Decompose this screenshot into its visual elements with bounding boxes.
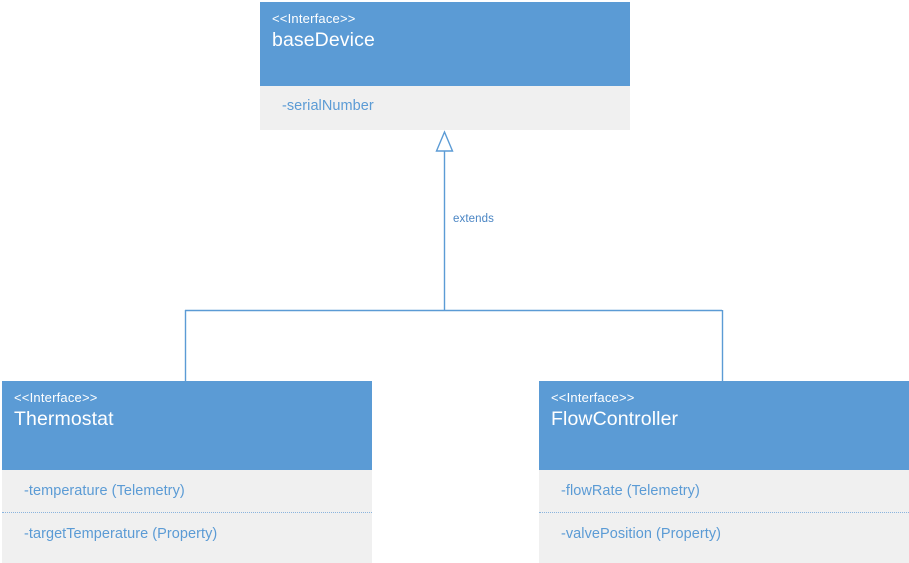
- generalization-label: extends: [453, 213, 494, 225]
- class-attribute-row[interactable]: -targetTemperature (Property): [2, 512, 372, 555]
- class-box-flow-controller[interactable]: <<Interface>> FlowController -flowRate (…: [539, 381, 909, 563]
- class-header-thermostat: <<Interface>> Thermostat: [2, 381, 372, 470]
- class-stereotype-flow-controller: <<Interface>>: [551, 390, 635, 405]
- class-stereotype-thermostat: <<Interface>>: [14, 390, 98, 405]
- class-box-thermostat[interactable]: <<Interface>> Thermostat -temperature (T…: [2, 381, 372, 563]
- class-header-flow-controller: <<Interface>> FlowController: [539, 381, 909, 470]
- class-name-flow-controller: FlowController: [551, 408, 679, 430]
- class-attribute-row[interactable]: -temperature (Telemetry): [24, 483, 185, 499]
- class-box-base-device[interactable]: <<Interface>> baseDevice -serialNumber: [260, 2, 630, 130]
- class-attribute-row[interactable]: -flowRate (Telemetry): [561, 483, 700, 499]
- class-name-base-device: baseDevice: [272, 29, 375, 51]
- class-body-thermostat: -temperature (Telemetry) -targetTemperat…: [2, 470, 372, 555]
- class-attribute-row[interactable]: -serialNumber: [282, 98, 374, 114]
- generalization-arrowhead-icon: [435, 130, 454, 152]
- class-attribute-row[interactable]: -valvePosition (Property): [539, 512, 909, 555]
- class-stereotype-base-device: <<Interface>>: [272, 11, 356, 26]
- class-body-flow-controller: -flowRate (Telemetry) -valvePosition (Pr…: [539, 470, 909, 555]
- class-name-thermostat: Thermostat: [14, 408, 114, 430]
- class-body-base-device: -serialNumber: [260, 86, 630, 130]
- class-header-base-device: <<Interface>> baseDevice: [260, 2, 630, 86]
